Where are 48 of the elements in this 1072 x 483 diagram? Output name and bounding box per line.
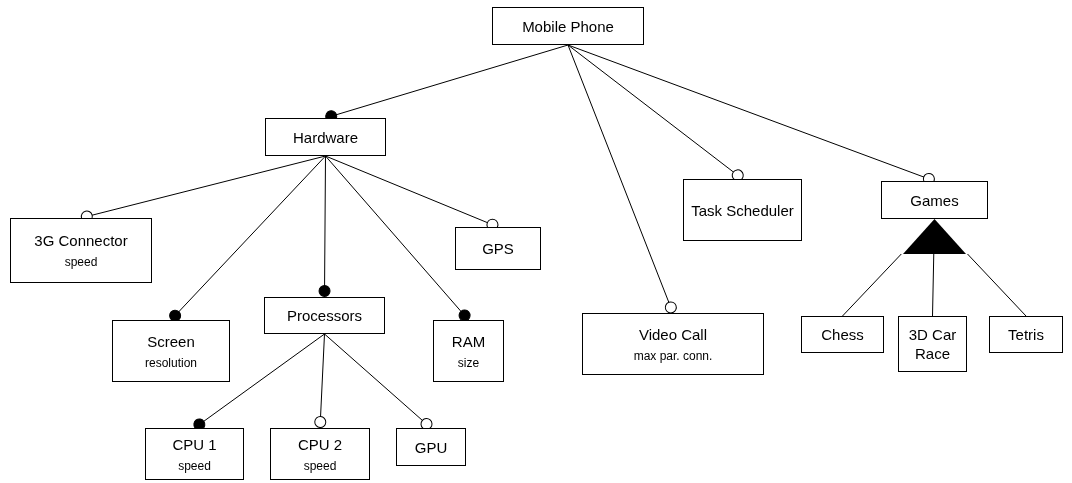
feature-box [455, 227, 541, 270]
connector-line [169, 155, 326, 322]
feature-box [582, 313, 764, 375]
feature-attribute: speed [303, 457, 337, 474]
connector-line [932, 253, 935, 317]
connector-line [318, 155, 331, 298]
feature-box [683, 179, 802, 241]
feature-name: Chess [821, 325, 864, 344]
feature-name: RAM [451, 331, 486, 351]
feature-attribute: speed [178, 457, 211, 474]
feature-box [270, 428, 370, 480]
feature-attribute: max par. conn. [633, 347, 713, 364]
feature-name: Mobile Phone [522, 16, 614, 36]
feature-box [801, 316, 884, 353]
feature-box [881, 181, 988, 219]
connector-line [314, 333, 327, 429]
feature-box [989, 316, 1063, 353]
feature-box [492, 7, 644, 45]
connector-line [567, 44, 677, 314]
feature-name: Hardware [293, 127, 358, 147]
feature-box [265, 118, 386, 156]
feature-attribute: resolution [145, 354, 197, 371]
feature-name: 3G Connector [34, 231, 128, 250]
feature-name: GPU [414, 437, 448, 457]
feature-attribute: size [457, 354, 480, 371]
feature-box [898, 316, 967, 372]
feature-name: GPS [482, 239, 514, 258]
connector-line [324, 333, 433, 430]
feature-name: Video Call [638, 324, 708, 344]
feature-box [10, 218, 152, 283]
feature-box [433, 320, 504, 382]
connector-line [842, 253, 902, 317]
feature-box [396, 428, 466, 466]
feature-box [264, 297, 385, 334]
connector-line [967, 253, 1027, 317]
feature-name: Screen [147, 331, 195, 351]
feature-box [112, 320, 230, 382]
feature-name: Task Scheduler [691, 200, 794, 220]
feature-box [145, 428, 244, 480]
feature-name: Games [910, 190, 959, 210]
feature-attribute: speed [64, 254, 98, 270]
feature-name: Tetris [1008, 325, 1044, 344]
feature-name: 3D Car Race [907, 325, 958, 363]
group-triangle [903, 219, 966, 254]
feature-name: CPU 1 [172, 434, 217, 454]
connector-line [325, 155, 471, 322]
feature-name: Processors [287, 306, 362, 325]
feature-name: CPU 2 [297, 434, 343, 454]
